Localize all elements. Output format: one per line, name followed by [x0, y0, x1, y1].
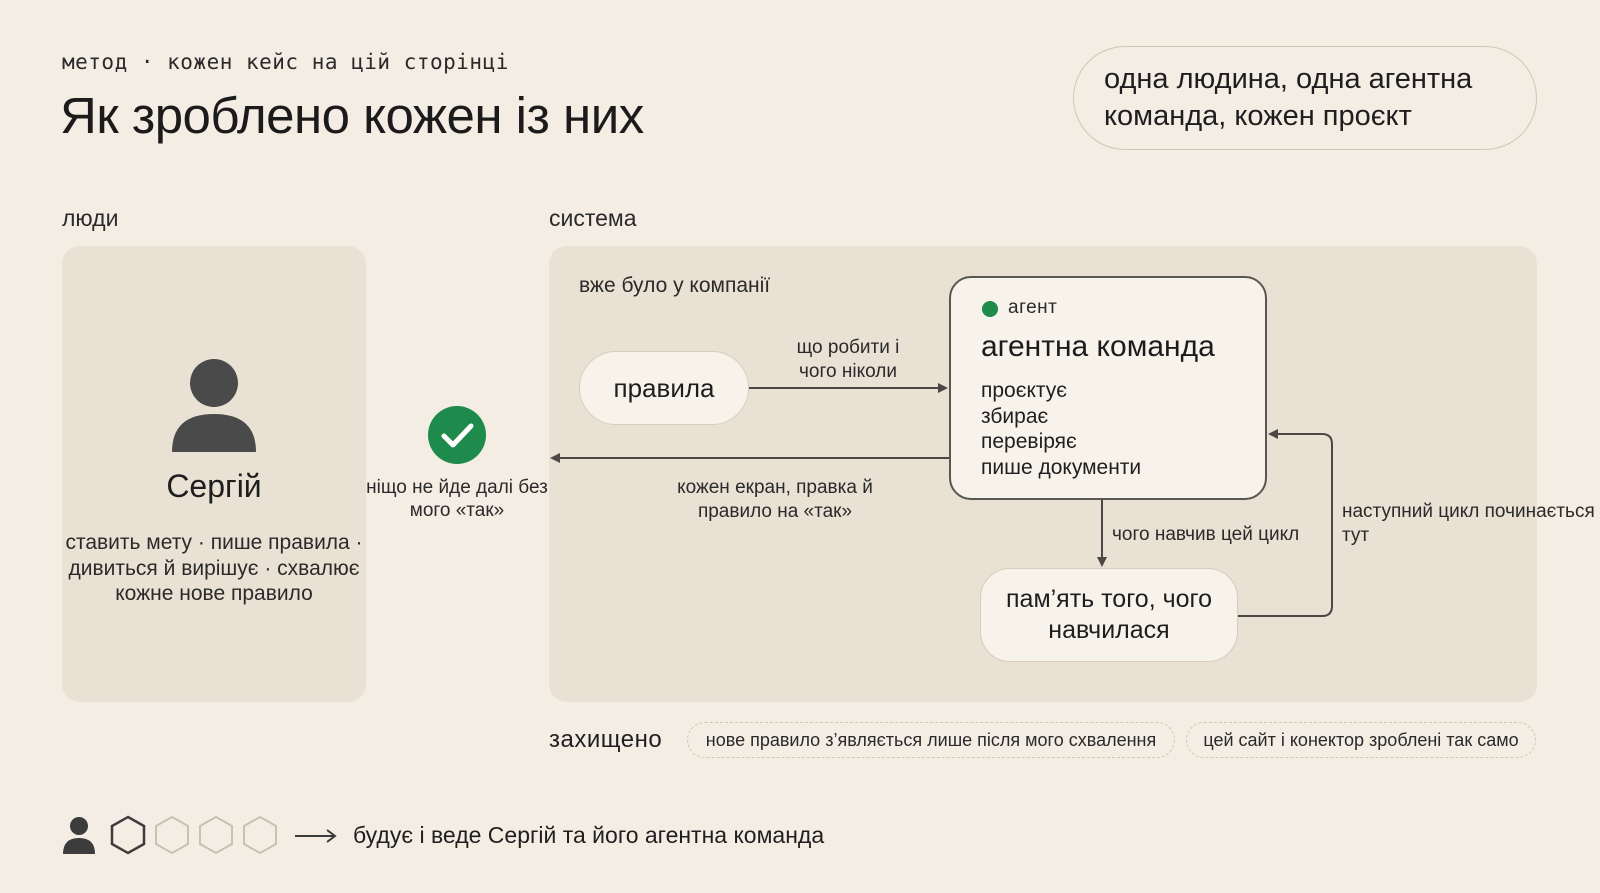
already-label: вже було у компанії [579, 274, 771, 297]
edge-rules-label: що робити і чого ніколи [796, 337, 900, 382]
protected-chip: цей сайт і конектор зроблені так само [1186, 722, 1536, 758]
edge-memory-label: чого навчив цей цикл [1112, 524, 1300, 545]
approval-label: ніщо не йде далі без мого «так» [366, 477, 548, 521]
hexagon-icon [155, 815, 189, 855]
hexagon-filled-icon [110, 815, 146, 855]
edge-people-label: кожен екран, правка й правило на «так» [677, 477, 873, 522]
agent-task: перевіряє [981, 430, 1077, 453]
agent-task-list: проєктує збирає перевіряє пише документи [981, 378, 1141, 480]
person-description: ставить мету · пише правила · дивиться й… [65, 531, 363, 605]
page-title: Як зроблено кожен із них [60, 87, 644, 144]
person-icon [172, 359, 256, 452]
agent-task: пише документи [981, 455, 1142, 479]
footer-person-icon [63, 817, 95, 854]
protected-label: захищено [549, 726, 663, 753]
agent-task: проєктує [981, 379, 1067, 402]
footer-text: будує і веде Сергій та його агентна кома… [353, 822, 825, 848]
agent-task: збирає [981, 404, 1049, 428]
hexagon-icon [243, 815, 277, 855]
eyebrow: метод · кожен кейс на цій сторінці [62, 50, 509, 74]
agent-team-node [949, 276, 1267, 500]
arrow-right-icon [295, 829, 337, 843]
protected-chip: нове правило з’являється лише після мого… [687, 722, 1175, 758]
edge-next-cycle-label: наступний цикл починається тут [1342, 501, 1595, 546]
approval-check-icon [428, 406, 486, 464]
hexagon-icon [199, 815, 233, 855]
system-section-label: система [549, 205, 637, 231]
agent-status-dot-icon [982, 301, 998, 317]
people-section-label: люди [62, 205, 119, 231]
agent-tag: агент [1008, 297, 1058, 318]
rules-node: правила [579, 351, 749, 425]
memory-node: пам’ять того, чого навчилася [980, 568, 1238, 662]
edge-memory-to-agent [1238, 429, 1333, 617]
person-name: Сергій [166, 468, 262, 504]
agent-title: агентна команда [981, 330, 1215, 363]
tagline-pill: одна людина, одна агентна команда, кожен… [1073, 46, 1537, 150]
people-card [62, 246, 366, 702]
